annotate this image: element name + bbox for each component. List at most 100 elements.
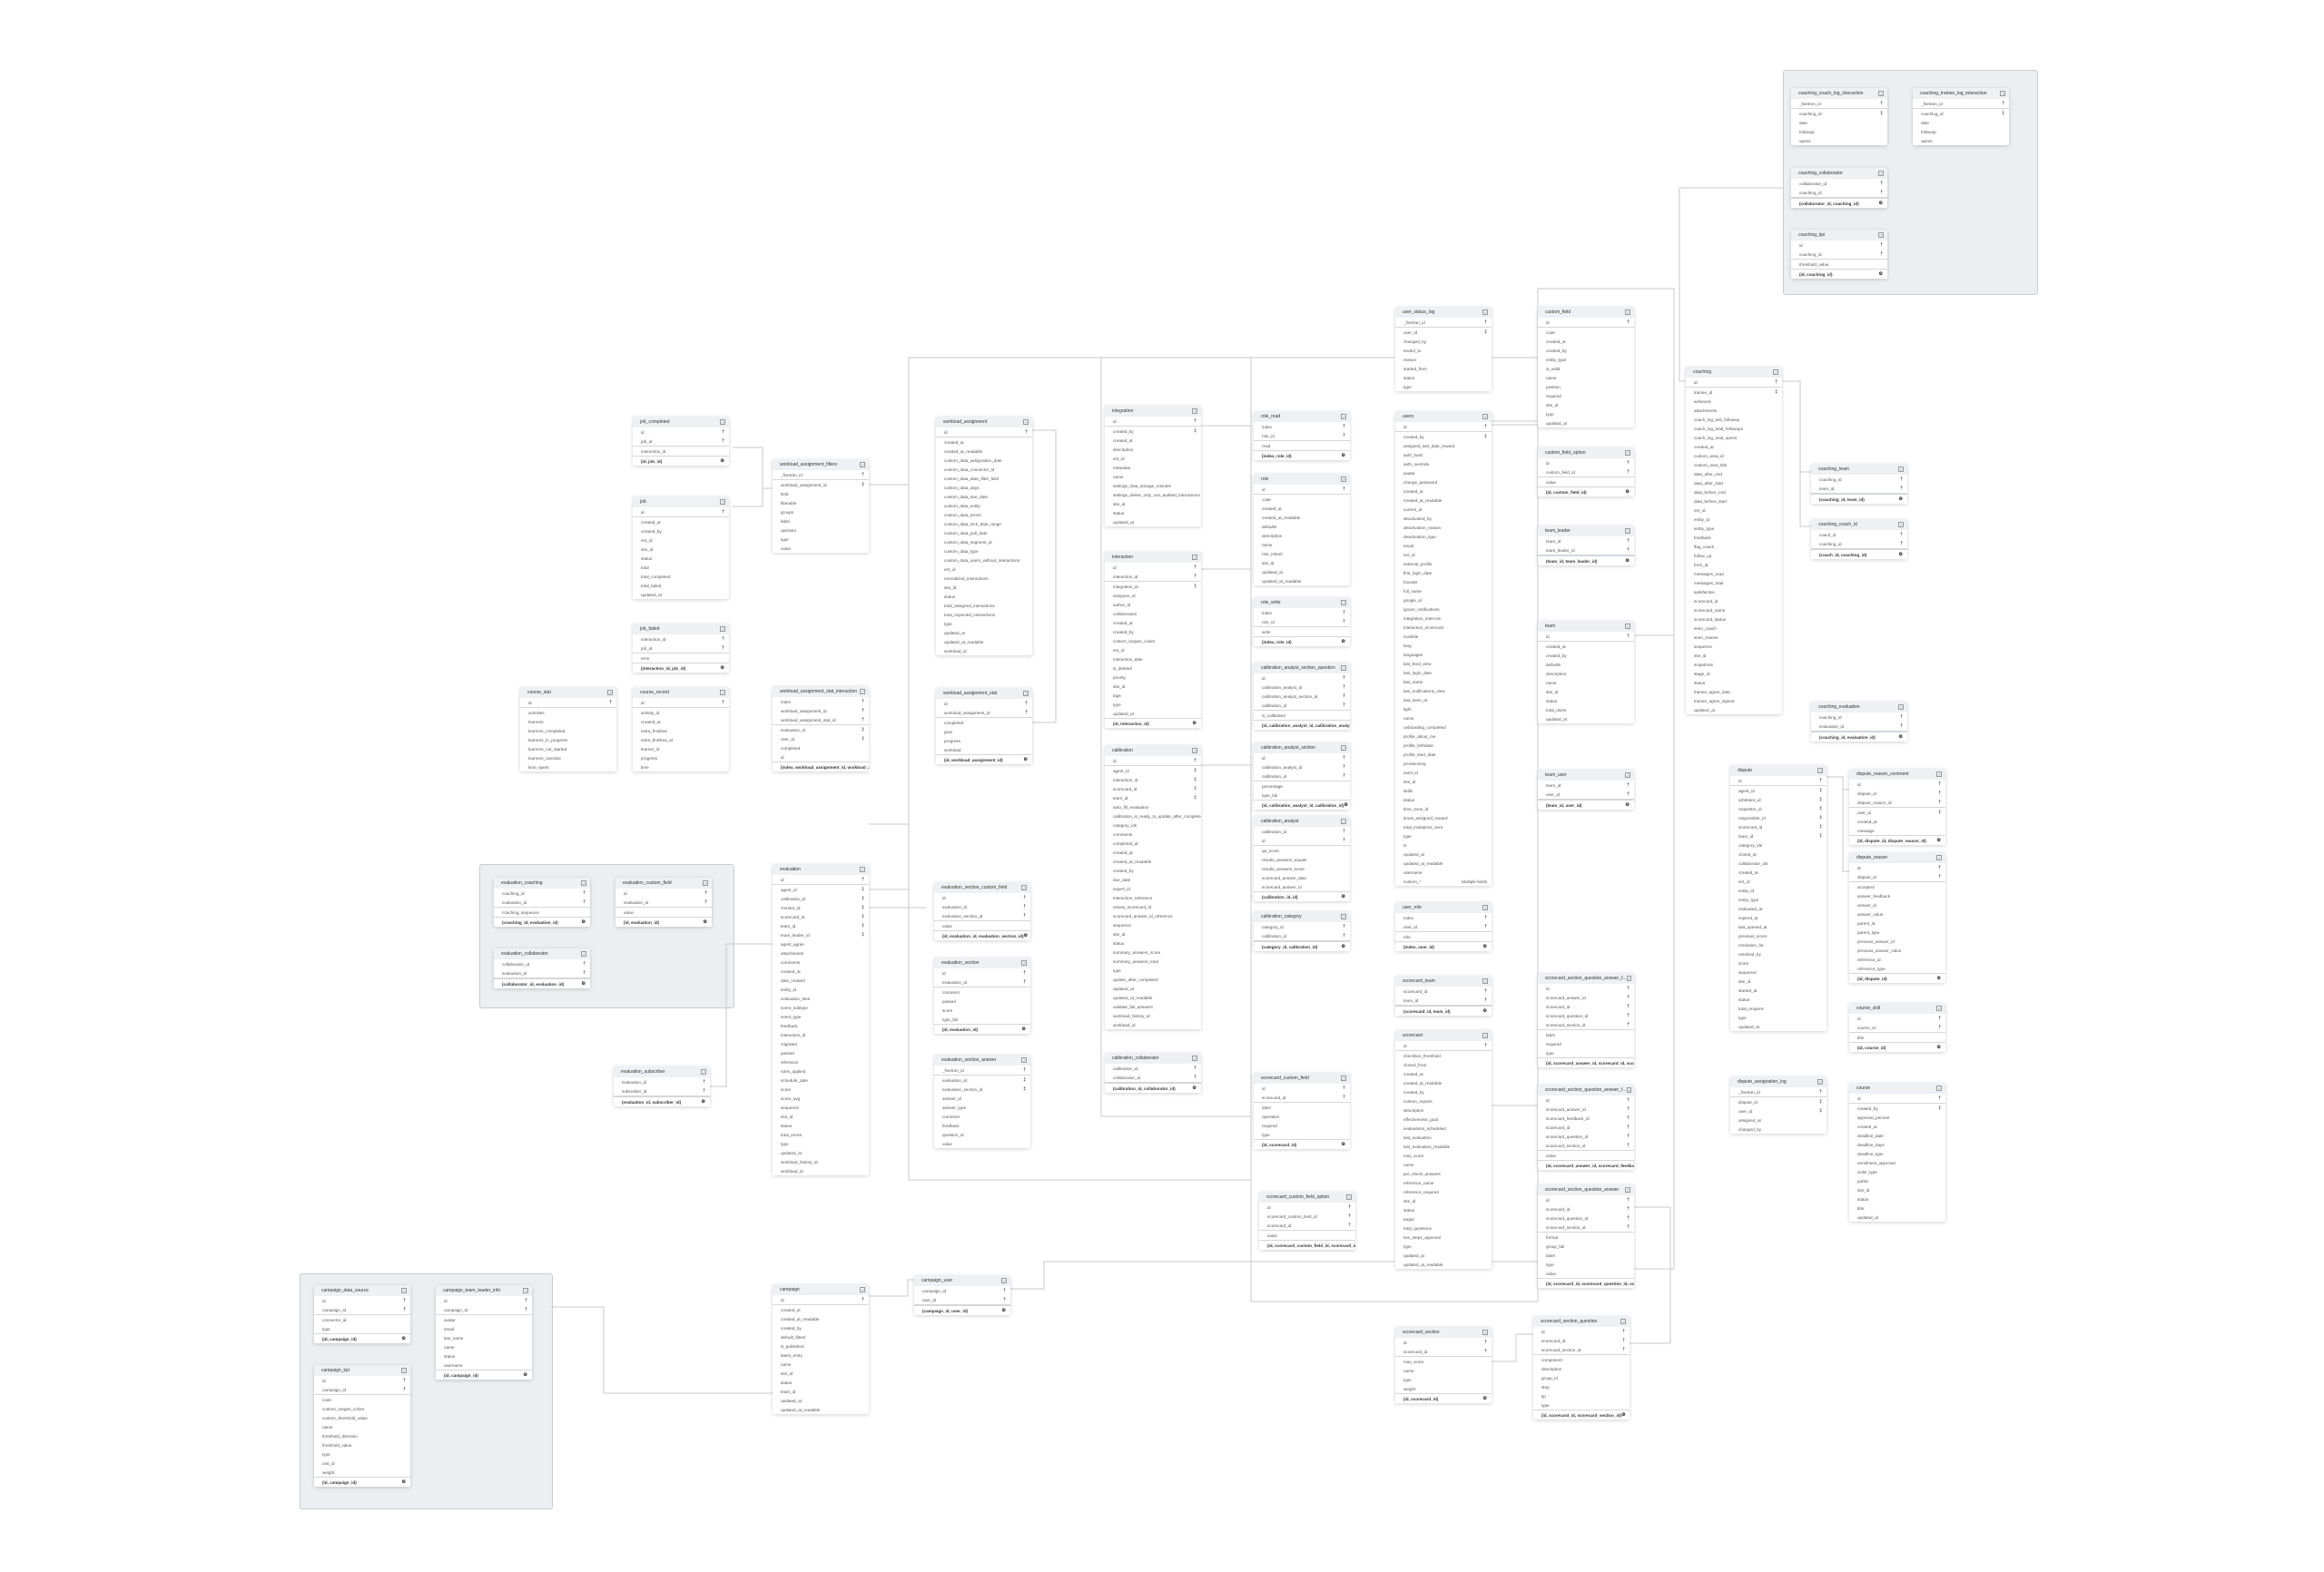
table-header[interactable]: evaluation_collaborator↗ xyxy=(494,948,590,959)
table-header[interactable]: role_read↗ xyxy=(1254,411,1350,422)
expand-icon[interactable]: ↗ xyxy=(1482,905,1488,910)
table-calibration_analyst_section_question[interactable]: calibration_analyst_section_question↗id†… xyxy=(1254,663,1350,730)
table-coaching_coach_log_interaction[interactable]: coaching_coach_log_interaction↗_fivetran… xyxy=(1791,88,1887,145)
expand-icon[interactable]: ↗ xyxy=(2000,91,2005,96)
expand-icon[interactable]: ↗ xyxy=(1001,1278,1007,1283)
table-header[interactable]: team_user↗ xyxy=(1538,770,1634,781)
expand-icon[interactable]: ↗ xyxy=(720,499,725,505)
expand-icon[interactable]: ↗ xyxy=(701,1069,706,1075)
expand-icon[interactable]: ↗ xyxy=(1023,419,1029,425)
table-interaction[interactable]: interaction↗id†interaction_id†integratio… xyxy=(1105,552,1201,728)
table-dispute[interactable]: dispute↗id†agent_id‡arbitrator_id‡reques… xyxy=(1730,765,1827,1031)
table-evaluation_subscriber[interactable]: evaluation_subscriber↗evaluation_id†subs… xyxy=(614,1066,710,1106)
expand-icon[interactable]: ↗ xyxy=(720,626,725,632)
table-header[interactable]: coaching_coach_id↗ xyxy=(1811,519,1907,530)
table-header[interactable]: evaluation_subscriber↗ xyxy=(614,1066,710,1077)
table-coaching_kpi[interactable]: coaching_kpi↗id†coaching_id†threshold_va… xyxy=(1791,230,1887,279)
table-scorecard_section[interactable]: scorecard_section↗id†scorecard_id†max_sc… xyxy=(1395,1327,1492,1403)
table-header[interactable]: scorecard_section_question_answer_f...↗ xyxy=(1538,973,1634,984)
table-header[interactable]: campaign_kpi↗ xyxy=(314,1365,410,1376)
expand-icon[interactable]: ↗ xyxy=(401,1288,407,1293)
table-header[interactable]: course_stat↗ xyxy=(520,687,616,698)
expand-icon[interactable]: ↗ xyxy=(1898,704,1904,710)
table-calibration[interactable]: calibration↗id†agent_id‡interaction_id‡s… xyxy=(1105,745,1201,1029)
table-header[interactable]: course_record↗ xyxy=(633,687,729,698)
expand-icon[interactable]: ↗ xyxy=(1192,408,1197,414)
table-header[interactable]: scorecard_team↗ xyxy=(1395,976,1492,987)
table-header[interactable]: evaluation_custom_field↗ xyxy=(615,878,712,889)
table-header[interactable]: job_completed↗ xyxy=(633,417,729,427)
table-evaluation_section_answer[interactable]: evaluation_section_answer↗_fivetran_id†e… xyxy=(934,1055,1030,1148)
expand-icon[interactable]: ↗ xyxy=(1936,1006,1942,1011)
table-evaluation[interactable]: evaluation↗id†agent_id‡calibration_id‡mo… xyxy=(773,864,869,1175)
table-header[interactable]: coaching_kpi↗ xyxy=(1791,230,1887,241)
table-header[interactable]: calibration_analyst_section_question↗ xyxy=(1254,663,1350,673)
expand-icon[interactable]: ↗ xyxy=(1341,819,1346,824)
table-users[interactable]: users↗id†created_by‡assigned_last_date_r… xyxy=(1395,411,1492,886)
expand-icon[interactable]: ↗ xyxy=(1021,1057,1027,1063)
table-header[interactable]: campaign_user↗ xyxy=(914,1275,1010,1286)
expand-icon[interactable]: ↗ xyxy=(1625,1187,1630,1193)
expand-icon[interactable]: ↗ xyxy=(860,867,865,872)
table-workload_assignment_stat_interaction[interactable]: workload_assignment_stat_interaction↗ind… xyxy=(773,686,869,771)
expand-icon[interactable]: ↗ xyxy=(1341,600,1346,605)
table-role_read[interactable]: role_read↗index†role_id†read(index, role… xyxy=(1254,411,1350,460)
expand-icon[interactable]: ↗ xyxy=(1625,772,1630,778)
expand-icon[interactable]: ↗ xyxy=(1936,771,1942,777)
table-dispute_reason_comment[interactable]: dispute_reason_comment↗id†dispute_id†dis… xyxy=(1849,769,1945,845)
expand-icon[interactable]: ↗ xyxy=(1625,528,1630,534)
table-header[interactable]: workload_assignment_filters↗ xyxy=(773,459,869,470)
table-header[interactable]: coaching↗ xyxy=(1686,367,1782,378)
expand-icon[interactable]: ↗ xyxy=(860,689,865,694)
table-header[interactable]: dispute↗ xyxy=(1730,765,1827,776)
table-evaluation_collaborator[interactable]: evaluation_collaborator↗collaborator_id†… xyxy=(494,948,590,988)
table-header[interactable]: scorecard↗ xyxy=(1395,1030,1492,1041)
table-scorecard_section_question[interactable]: scorecard_section_question↗id†scorecard_… xyxy=(1533,1316,1630,1420)
table-header[interactable]: evaluation↗ xyxy=(773,864,869,875)
table-header[interactable]: dispute_reason_comment↗ xyxy=(1849,769,1945,780)
expand-icon[interactable]: ↗ xyxy=(581,951,586,957)
expand-icon[interactable]: ↗ xyxy=(1626,976,1631,981)
table-header[interactable]: evaluation_coaching↗ xyxy=(494,878,590,889)
table-header[interactable]: team↗ xyxy=(1538,621,1634,632)
expand-icon[interactable]: ↗ xyxy=(720,690,725,695)
table-calibration_analyst_section[interactable]: calibration_analyst_section↗id†calibrati… xyxy=(1254,742,1350,810)
table-header[interactable]: coaching_evaluation↗ xyxy=(1811,702,1907,712)
table-header[interactable]: job↗ xyxy=(633,496,729,507)
table-dispute_assignation_log[interactable]: dispute_assignation_log↗_fivetran_id†dis… xyxy=(1730,1076,1827,1134)
table-campaign_team_leader_info[interactable]: campaign_team_leader_info↗id†campaign_id… xyxy=(436,1285,532,1380)
expand-icon[interactable]: ↗ xyxy=(1482,978,1488,984)
expand-icon[interactable]: ↗ xyxy=(1341,665,1346,671)
table-header[interactable]: dispute_reason↗ xyxy=(1849,852,1945,863)
table-header[interactable]: campaign_data_source↗ xyxy=(314,1285,410,1296)
table-workload_assignment_stat[interactable]: workload_assignment_stat↗id†workload_ass… xyxy=(936,688,1032,764)
expand-icon[interactable]: ↗ xyxy=(1341,477,1346,482)
expand-icon[interactable]: ↗ xyxy=(1341,745,1346,751)
table-header[interactable]: workload_assignment_stat_interaction↗ xyxy=(773,686,869,697)
table-user_role[interactable]: user_role↗index†user_id†role(index, user… xyxy=(1395,902,1492,951)
expand-icon[interactable]: ↗ xyxy=(1817,768,1823,773)
expand-icon[interactable]: ↗ xyxy=(1341,914,1346,919)
table-workload_assignment_filters[interactable]: workload_assignment_filters↗_fivetran_id… xyxy=(773,459,869,553)
table-team_leader[interactable]: team_leader↗team_id†team_leader_id†(team… xyxy=(1538,526,1634,565)
table-evaluation_coaching[interactable]: evaluation_coaching↗coaching_id†evaluati… xyxy=(494,878,590,927)
table-user_status_log[interactable]: user_status_log↗_fivetran_id†user_id‡cha… xyxy=(1395,307,1492,391)
table-campaign_data_source[interactable]: campaign_data_source↗id†campaign_id†conn… xyxy=(314,1285,410,1343)
table-campaign_user[interactable]: campaign_user↗campaign_id†user_id†(campa… xyxy=(914,1275,1010,1315)
table-coaching_trainee_log_interaction[interactable]: coaching_trainee_log_interaction↗_fivetr… xyxy=(1913,88,2009,145)
table-header[interactable]: scorecard_section↗ xyxy=(1395,1327,1492,1338)
table-custom_field_option[interactable]: custom_field_option↗id†custom_field_id†v… xyxy=(1538,447,1634,496)
expand-icon[interactable]: ↗ xyxy=(401,1368,407,1373)
table-coaching_evaluation[interactable]: coaching_evaluation↗coaching_id†evaluati… xyxy=(1811,702,1907,742)
expand-icon[interactable]: ↗ xyxy=(1341,414,1346,419)
table-calibration_category[interactable]: calibration_category↗category_id†calibra… xyxy=(1254,911,1350,951)
expand-icon[interactable]: ↗ xyxy=(1773,369,1778,375)
table-header[interactable]: custom_field↗ xyxy=(1538,307,1634,318)
expand-icon[interactable]: ↗ xyxy=(1482,1330,1488,1335)
